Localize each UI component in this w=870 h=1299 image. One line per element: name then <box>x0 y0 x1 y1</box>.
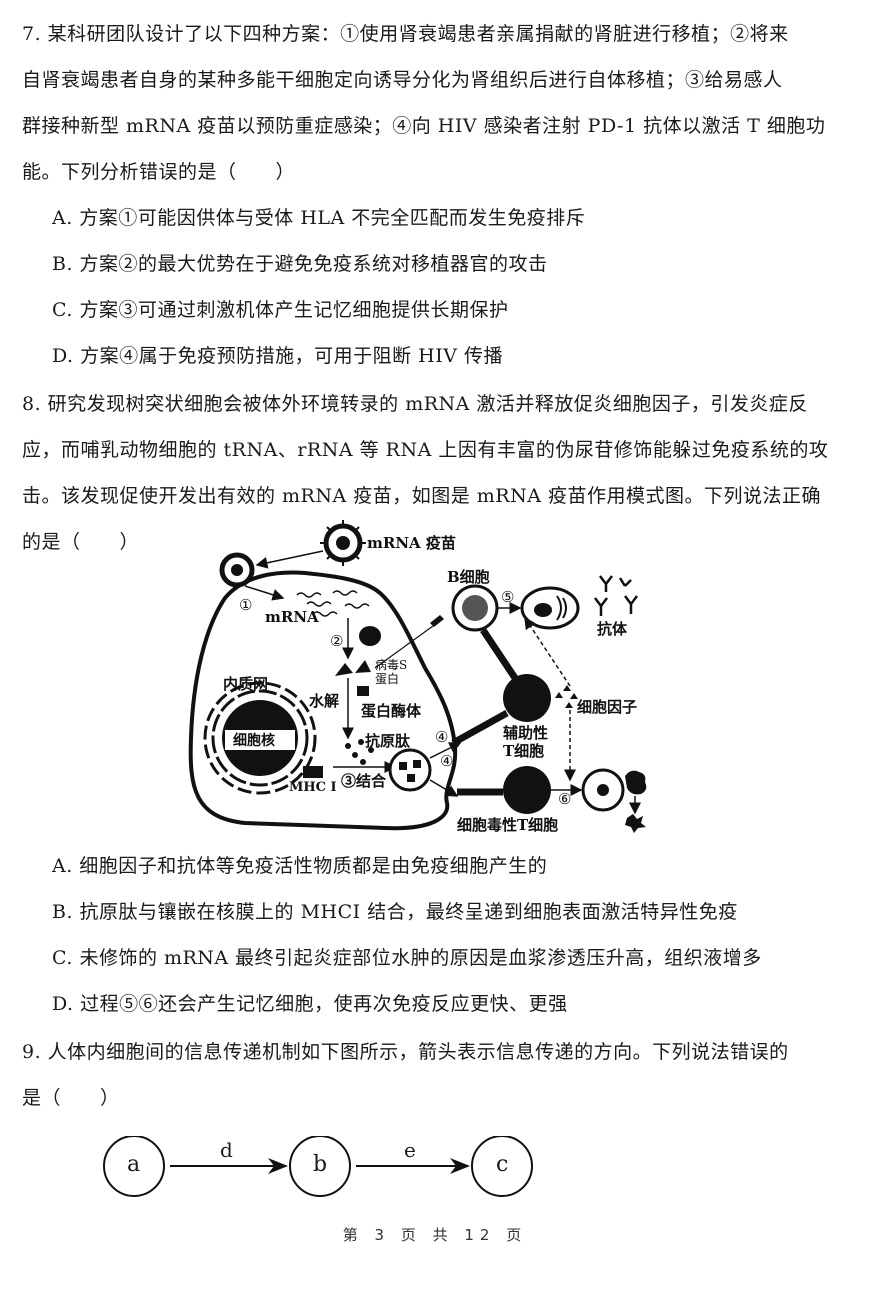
antigen-peptide-dots <box>345 739 374 765</box>
label-helper-t-cell: 辅助性 T细胞 <box>503 724 549 760</box>
label-cytokine: 细胞因子 <box>577 698 638 716</box>
label-step-1: ① <box>239 596 253 614</box>
label-step-5: ⑤ <box>501 588 515 606</box>
vaccine-fusing-icon <box>219 552 255 588</box>
label-step-2: ② <box>330 632 344 650</box>
label-mrna-vaccine: mRNA 疫苗 <box>367 534 456 552</box>
edge-d-label: d <box>220 1138 233 1162</box>
q7-option-a: A. 方案①可能因供体与受体 HLA 不完全匹配而发生免疫排斥 <box>52 207 586 229</box>
signal-flow-diagram: a b c d e <box>100 1136 550 1198</box>
b-cell-icon <box>451 584 499 632</box>
er-nucleus-icon <box>203 681 317 795</box>
label-hydrolysis: 水解 <box>309 692 340 710</box>
q7-stem-line-1: 7. 某科研团队设计了以下四种方案：①使用肾衰竭患者亲属捐献的肾脏进行移植；②将… <box>22 23 789 45</box>
q8-stem-line-1: 8. 研究发现树突状细胞会被体外环境转录的 mRNA 激活并释放促炎细胞因子，引… <box>22 393 808 415</box>
label-virus-s-protein: 病毒S 蛋白 <box>375 658 408 686</box>
node-a-label: a <box>127 1152 141 1177</box>
q7-stem-line-4: 能。下列分析错误的是（ ） <box>22 161 296 183</box>
label-step-3-bind: ③结合 <box>341 772 387 790</box>
label-mrna: mRNA <box>265 608 319 626</box>
q7-stem-line-3: 群接种新型 mRNA 疫苗以预防重症感染；④向 HIV 感染者注射 PD-1 抗… <box>22 115 826 137</box>
label-antibody: 抗体 <box>597 620 628 638</box>
plasma-cell-icon <box>520 586 580 630</box>
antibody-icons <box>594 575 638 616</box>
mrna-strands-icon <box>296 590 370 617</box>
target-cell-icon <box>581 768 625 812</box>
q8-option-a: A. 细胞因子和抗体等免疫活性物质都是由免疫细胞产生的 <box>52 855 548 877</box>
label-step-6: ⑥ <box>558 790 572 808</box>
q9-stem-line-2: 是（ ） <box>22 1087 120 1109</box>
cytotoxic-t-cell-icon <box>503 766 551 814</box>
ribosome-icon <box>359 626 381 646</box>
proteasome-icon <box>357 686 369 696</box>
label-cytotoxic-t-cell: 细胞毒性T细胞 <box>457 816 559 834</box>
q7-option-c: C. 方案③可通过刺激机体产生记忆细胞提供长期保护 <box>52 299 509 321</box>
q8-option-b: B. 抗原肽与镶嵌在核膜上的 MHCI 结合，最终呈递到细胞表面激活特异性免疫 <box>52 901 738 923</box>
diagram-graphics <box>188 520 647 833</box>
label-nucleus: 细胞核 <box>233 733 275 749</box>
label-antigen-peptide: 抗原肽 <box>365 732 411 750</box>
q7-option-d: D. 方案④属于免疫预防措施，可用于阻断 HIV 传播 <box>52 345 504 367</box>
label-mhc: MHC I <box>289 780 337 795</box>
q7-stem-line-2: 自肾衰竭患者自身的某种多能干细胞定向诱导分化为肾组织后进行自体移植；③给易感人 <box>22 69 783 91</box>
node-c-label: c <box>496 1152 509 1177</box>
q8-stem-line-3: 击。该发现促使开发出有效的 mRNA 疫苗，如图是 mRNA 疫苗作用模式图。下… <box>22 485 821 507</box>
label-proteasome: 蛋白酶体 <box>361 702 422 720</box>
mrna-vaccine-particle-icon <box>320 520 366 566</box>
mhc-icon <box>303 766 323 778</box>
q8-option-c: C. 未修饰的 mRNA 最终引起炎症部位水肿的原因是血浆渗透压升高，组织液增多 <box>52 947 762 969</box>
node-a-circle <box>103 1136 165 1197</box>
node-b-circle <box>289 1136 351 1197</box>
presenting-cell-membrane <box>188 570 458 831</box>
q8-stem-line-2: 应，而哺乳动物细胞的 tRNA、rRNA 等 RNA 上因有丰富的伪尿苷修饰能躲… <box>22 439 829 461</box>
q8-option-d: D. 过程⑤⑥还会产生记忆细胞，使再次免疫反应更快、更强 <box>52 993 568 1015</box>
label-b-cell: B细胞 <box>447 568 490 586</box>
mrna-vaccine-diagram: mRNA 疫苗 ① mRNA ② 病毒S 蛋白 内质网 水解 蛋白酶体 细胞核 … <box>185 518 685 840</box>
q9-stem-line-1: 9. 人体内细胞间的信息传递机制如下图所示，箭头表示信息传递的方向。下列说法错误… <box>22 1041 789 1063</box>
label-step-4b: ④ <box>440 752 454 770</box>
label-step-4a: ④ <box>435 728 449 746</box>
cytokine-triangles <box>555 685 578 708</box>
helper-t-cell-icon <box>503 674 551 722</box>
endosome-icon <box>388 748 432 792</box>
q8-stem-line-4: 的是（ ） <box>22 531 140 553</box>
edge-e-label: e <box>404 1138 416 1162</box>
page-footer: 第 3 页 共 12 页 <box>342 1226 528 1244</box>
node-b-label: b <box>313 1152 328 1177</box>
label-er: 内质网 <box>223 675 269 693</box>
q7-option-b: B. 方案②的最大优势在于避免免疫系统对移植器官的攻击 <box>52 253 548 275</box>
node-c-circle <box>471 1136 533 1197</box>
